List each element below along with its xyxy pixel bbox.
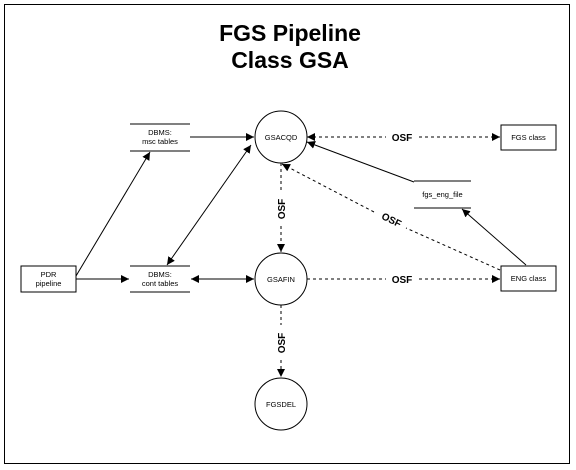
osf-eng-to-gsacqd-left (281, 163, 375, 213)
node-fgsdel: FGSDEL (254, 377, 308, 431)
dbms-cont-label-1: DBMS: (148, 270, 172, 279)
store-fgs-eng-file: fgs_eng_file (414, 180, 471, 209)
diagram-frame (4, 4, 570, 464)
store-dbms-msc-tables: DBMS: msc tables (130, 123, 190, 152)
fgs-class-label: FGS class (511, 133, 546, 142)
arrow-pdr-to-dbms-msc (75, 151, 151, 277)
eng-class-label: ENG class (511, 274, 547, 283)
dbms-msc-label-1: DBMS: (148, 128, 172, 137)
arrow-dbms-cont-gsacqd (166, 144, 252, 266)
fgs-eng-file-label: fgs_eng_file (422, 190, 462, 199)
arrow-fgs-eng-file-to-gsacqd (306, 141, 415, 183)
title-line-1: FGS Pipeline (219, 20, 361, 46)
pdr-label-1: PDR (41, 270, 57, 279)
osf-eng-to-gsacqd-right (405, 227, 501, 271)
node-pdr-pipeline: PDR pipeline (20, 265, 77, 293)
node-fgs-class: FGS class (500, 124, 557, 151)
dbms-msc-label-2: msc tables (142, 137, 178, 146)
gsacqd-label: GSACQD (265, 133, 298, 142)
title-line-2: Class GSA (231, 47, 349, 73)
fgsdel-label: FGSDEL (266, 400, 296, 409)
diagram-title: FGS Pipeline Class GSA (140, 20, 440, 74)
node-eng-class: ENG class (500, 265, 557, 292)
pdr-label-2: pipeline (36, 279, 62, 288)
node-gsacqd: GSACQD (254, 110, 308, 164)
osf-label-diagonal: OSF (379, 211, 402, 230)
node-gsafin: GSAFIN (254, 252, 308, 306)
dbms-cont-label-2: cont tables (142, 279, 179, 288)
osf-label-vertical-2: OSF (277, 333, 288, 354)
gsafin-label: GSAFIN (267, 275, 295, 284)
osf-label-vertical-1: OSF (277, 199, 288, 220)
arrow-eng-to-fgs-eng-file (461, 208, 527, 266)
osf-label-top: OSF (392, 133, 413, 144)
store-dbms-cont-tables: DBMS: cont tables (130, 265, 190, 293)
osf-label-middle: OSF (392, 275, 413, 286)
